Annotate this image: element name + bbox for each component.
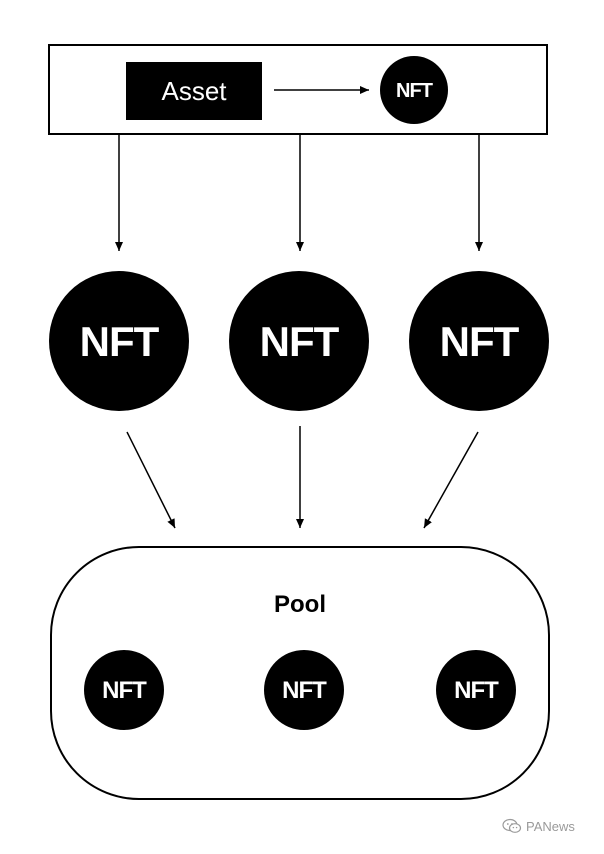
fraction-nft-label: NFT	[260, 318, 340, 365]
fraction-nft-middle: NFT	[229, 271, 369, 411]
source-nft-circle	[380, 56, 448, 124]
pool-arrow-right	[423, 431, 479, 529]
pool-nft-label: NFT	[454, 677, 499, 704]
fraction-nft-circle	[229, 271, 369, 411]
pool-title: Pool	[274, 591, 326, 618]
watermark-text: PANews	[526, 818, 575, 834]
asset-block	[126, 62, 262, 120]
watermark: PANews	[502, 818, 575, 834]
pool-nft-label: NFT	[102, 677, 147, 704]
fraction-nft-circle	[49, 271, 189, 411]
source-nft-label: NFT	[396, 80, 433, 102]
fraction-nft-circle	[409, 271, 549, 411]
fraction-nft-right: NFT	[409, 271, 549, 411]
pool-nft-label: NFT	[282, 677, 327, 704]
pool-nft-circle	[436, 650, 516, 730]
wechat-icon	[502, 818, 522, 833]
pool-arrow-left	[126, 431, 176, 529]
fraction-nft-left: NFT	[49, 271, 189, 411]
pool-nft-circle	[84, 650, 164, 730]
pool: Pool NFT NFT NFT	[50, 546, 550, 800]
fraction-nft-label: NFT	[80, 318, 160, 365]
asset-label: Asset	[161, 76, 227, 106]
pool-nft-circle	[264, 650, 344, 730]
fraction-nft-label: NFT	[440, 318, 520, 365]
source-box: Asset NFT	[48, 44, 548, 135]
